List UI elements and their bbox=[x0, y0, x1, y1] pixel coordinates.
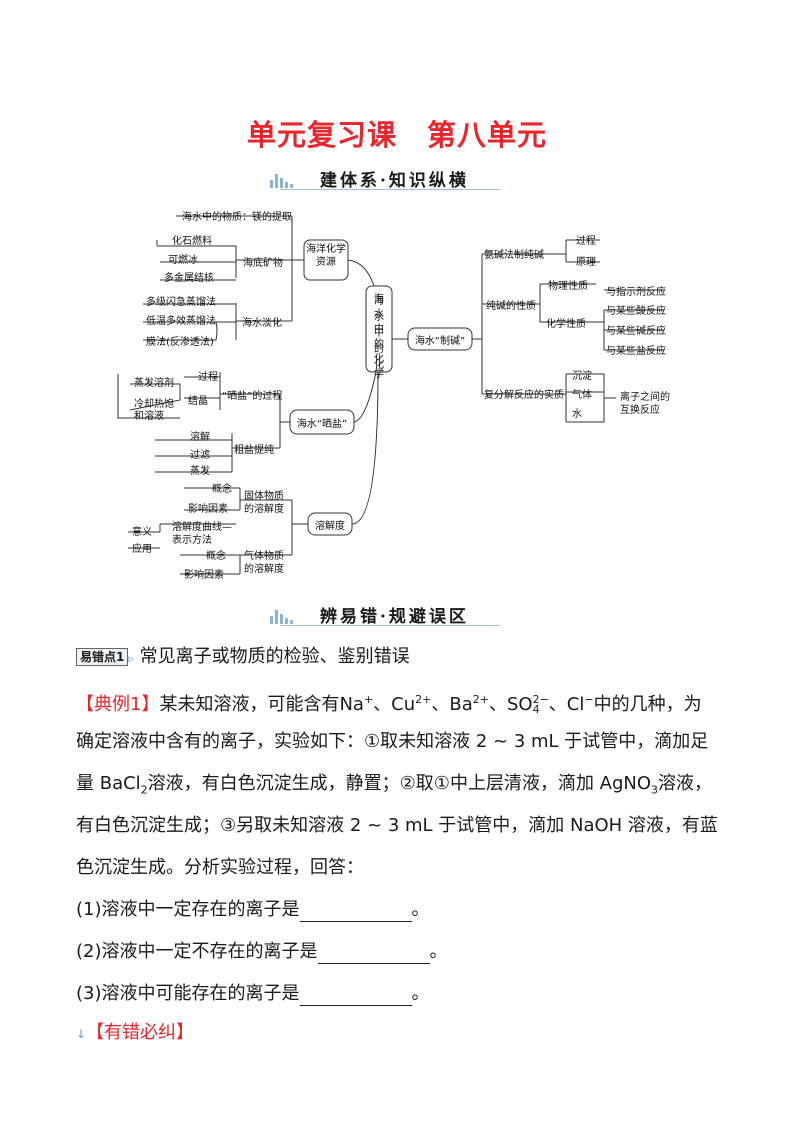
label-factor1: 影响因素 bbox=[188, 504, 228, 515]
bars-icon bbox=[270, 169, 295, 188]
question-line-2: 确定溶液中含有的离子，实验如下：①取未知溶液 2 ~ 3 mL 于试管中，滴加足 bbox=[76, 731, 709, 752]
question-1: (1)溶液中一定存在的离子是 。 bbox=[76, 899, 430, 922]
label-d1: 多级闪急蒸馏法 bbox=[146, 297, 216, 308]
node-alkali: 海水“制碱” bbox=[414, 336, 466, 347]
label-concept2: 概念 bbox=[206, 551, 226, 562]
label-magnesium: 海水中的物质：镁的提取 bbox=[182, 212, 292, 223]
label-crystal: 结晶 bbox=[188, 396, 208, 407]
label-solid: 固体物质 bbox=[244, 491, 284, 502]
label-a1: 过程 bbox=[576, 236, 596, 247]
label-solid2: 的溶解度 bbox=[244, 504, 284, 515]
label-apply: 应用 bbox=[132, 544, 152, 555]
section-title: 建体系·知识纵横 bbox=[320, 171, 469, 191]
label-purify: 粗盐提纯 bbox=[234, 445, 274, 456]
example-label: 【典例1】 bbox=[76, 694, 160, 715]
label-saltproc: “晒盐”的过程 bbox=[222, 391, 283, 402]
label-ammonia: 氨碱法制纯碱 bbox=[484, 250, 544, 261]
label-concept1: 概念 bbox=[212, 484, 232, 495]
label-c1: 与指示剂反应 bbox=[606, 287, 666, 298]
label-ion1: 离子之间的 bbox=[620, 392, 670, 403]
label-curve2: 表示方法 bbox=[172, 535, 212, 546]
fix-heading: ↓【有错必纠】 bbox=[76, 1022, 195, 1043]
center-node-c1: 海 bbox=[374, 294, 384, 307]
question-2: (2)溶液中一定不存在的离子是 。 bbox=[76, 941, 448, 964]
label-cool2: 和溶液 bbox=[134, 411, 164, 422]
svg-text:中: 中 bbox=[374, 326, 384, 339]
label-m2: 气体 bbox=[572, 390, 592, 401]
label-process: 过程 bbox=[198, 372, 218, 383]
label-ice: 可燃冰 bbox=[168, 255, 198, 266]
node-solubility: 溶解度 bbox=[315, 521, 345, 532]
label-evap: 蒸发溶剂 bbox=[134, 378, 174, 389]
label-m3: 水 bbox=[572, 409, 582, 420]
mind-map-labels: 海水中的化学 海洋化学资源 海水中的物质：镁的提取 海底矿物 化石燃料 可燃冰 … bbox=[132, 212, 670, 581]
label-meaning: 意义 bbox=[132, 527, 152, 538]
node-salt: 海水“晒盐” bbox=[296, 419, 348, 430]
label-chem: 化学性质 bbox=[546, 319, 586, 330]
mind-map: 海 水 中 的 化 学 bbox=[117, 215, 664, 575]
question-line-5: 色沉淀生成。分析实验过程，回答： bbox=[76, 857, 364, 878]
label-c4: 与某些盐反应 bbox=[606, 346, 666, 357]
answer-blank-2[interactable] bbox=[317, 941, 430, 964]
label-cool1: 冷却热饱 bbox=[134, 399, 174, 410]
error-point-heading: 易错点1▹ 常见离子或物质的检验、鉴别错误 bbox=[76, 646, 726, 670]
svg-text:水: 水 bbox=[374, 311, 384, 323]
svg-text:的: 的 bbox=[374, 342, 384, 355]
svg-text:化: 化 bbox=[374, 358, 384, 371]
label-desal: 海水淡化 bbox=[242, 318, 282, 329]
label-filter: 过滤 bbox=[190, 450, 210, 461]
label-fossil: 化石燃料 bbox=[172, 236, 212, 247]
answer-blank-1[interactable] bbox=[299, 899, 412, 922]
question-3: (3)溶液中可能存在的离子是 。 bbox=[76, 983, 430, 1006]
label-gas2: 的溶解度 bbox=[244, 564, 284, 575]
label-d2: 低温多效蒸馏法 bbox=[146, 316, 216, 327]
label-a2: 原理 bbox=[576, 257, 596, 268]
label-c2: 与某些酸反应 bbox=[606, 306, 666, 317]
error-tag: 易错点1 bbox=[76, 648, 129, 666]
label-ion2: 互换反应 bbox=[620, 405, 660, 416]
arrow-icon: ▹ bbox=[128, 652, 134, 665]
label-phys: 物理性质 bbox=[548, 281, 588, 292]
page-title: 单元复习课 第八单元 bbox=[246, 118, 547, 152]
label-dissolve: 溶解 bbox=[190, 432, 210, 443]
label-metathesis: 复分解反应的实质 bbox=[484, 390, 564, 401]
question-line-3: 量 BaCl2溶液，有白色沉淀生成，静置；②取①中上层清液，滴加 AgNO3溶液… bbox=[76, 773, 713, 797]
down-arrow-icon: ↓ bbox=[76, 1027, 87, 1041]
label-evaporate: 蒸发 bbox=[190, 466, 210, 477]
label-m1: 沉淀 bbox=[572, 371, 592, 382]
section-title: 辨易错·规避误区 bbox=[320, 607, 469, 627]
label-d3: 膜法(反渗透法) bbox=[146, 337, 214, 348]
bars-icon bbox=[270, 605, 295, 624]
section-header-errors: 辨易错·规避误区 bbox=[270, 602, 530, 628]
label-seabed: 海底矿物 bbox=[243, 258, 283, 269]
label-nodules: 多金属结核 bbox=[164, 273, 214, 284]
answer-blank-3[interactable] bbox=[299, 983, 412, 1006]
center-node: 海水中的化学 bbox=[374, 294, 384, 380]
label-c3: 与某些碱反应 bbox=[606, 326, 666, 337]
label-curve1: 溶解度曲线— bbox=[172, 522, 232, 533]
label-soda: 纯碱的性质 bbox=[486, 301, 536, 312]
section-header-knowledge: 建体系·知识纵横 bbox=[270, 166, 530, 192]
label-gas: 气体物质 bbox=[244, 551, 284, 562]
error-title: 常见离子或物质的检验、鉴别错误 bbox=[139, 646, 410, 667]
question-line-4: 有白色沉淀生成；③另取未知溶液 2 ~ 3 mL 于试管中，滴加 NaOH 溶液… bbox=[76, 815, 718, 836]
node-resources: 海洋化学资源 bbox=[306, 244, 346, 268]
label-factor2: 影响因素 bbox=[184, 570, 224, 581]
